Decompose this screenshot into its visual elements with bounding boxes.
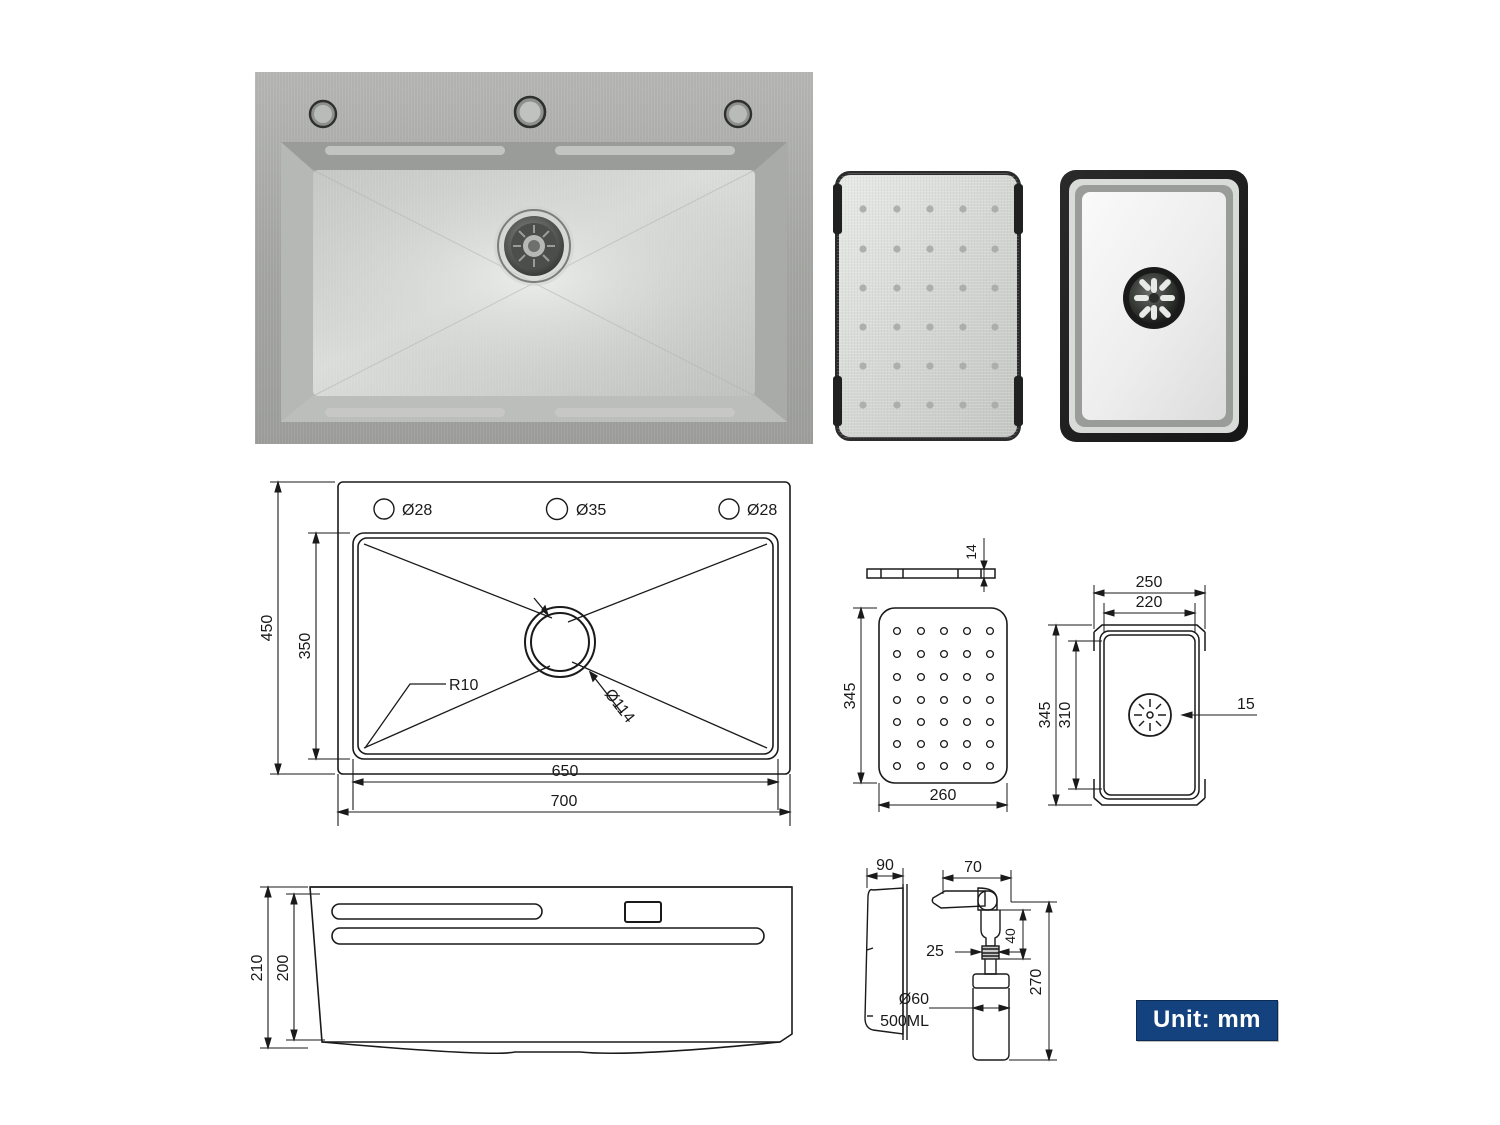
hole-label-center: Ø35 xyxy=(576,502,606,519)
drain-diameter-label: Ø114 xyxy=(601,686,638,726)
side-overall-depth-label: 210 xyxy=(249,955,266,982)
colander-wall-offset-label: 15 xyxy=(1237,696,1255,713)
tap-hole-group xyxy=(308,95,753,129)
basin-width-label: 650 xyxy=(552,763,579,780)
soap-dispenser-drawing: 90 70 25 40 xyxy=(845,857,1085,1086)
colander-outer-width-label: 250 xyxy=(1136,574,1163,591)
unit-badge: Unit: mm xyxy=(1136,1000,1278,1041)
drainer-thickness-label: 14 xyxy=(963,544,979,560)
unit-badge-label: Unit: mm xyxy=(1153,1006,1261,1033)
drainer-height-label: 345 xyxy=(842,683,859,710)
dispenser-total-height-label: 270 xyxy=(1028,969,1045,996)
sink-drain-photo xyxy=(494,206,574,286)
colander-strainer-photo xyxy=(1123,267,1185,329)
dispenser-spout-length-label: 70 xyxy=(964,859,982,876)
sink-plan-drawing: Ø28 Ø35 Ø28 Ø114 R10 450 xyxy=(250,470,810,835)
drainer-width-label: 260 xyxy=(930,787,957,804)
hole-label-left: Ø28 xyxy=(402,502,432,519)
corner-radius-label: R10 xyxy=(449,677,478,694)
basin-height-label: 350 xyxy=(297,633,314,660)
dispenser-capacity-label: 500ML xyxy=(880,1013,929,1030)
colander-inner-width-label: 220 xyxy=(1136,594,1163,611)
colander-outer-height-label: 345 xyxy=(1037,702,1054,729)
sink-side-drawing: 210 200 xyxy=(249,862,810,1087)
colander-inner-height-label: 310 xyxy=(1057,702,1074,729)
overall-width-label: 700 xyxy=(551,793,578,810)
drainer-tray-drawing: 14 345 260 xyxy=(842,530,1040,820)
hole-label-right: Ø28 xyxy=(747,502,777,519)
colander-photo-panel xyxy=(1058,168,1250,444)
dispenser-bottle-diameter-label: Ø60 xyxy=(899,991,929,1008)
dispenser-collar-width-label: 25 xyxy=(926,943,944,960)
side-basin-depth-label: 200 xyxy=(275,955,292,982)
dispenser-collar-height-label: 40 xyxy=(1002,928,1018,944)
dispenser-side-depth-label: 90 xyxy=(876,857,894,874)
overall-height-label: 450 xyxy=(259,615,276,642)
colander-basket-drawing: 250 220 345 310 15 xyxy=(1037,555,1272,820)
drainer-photo-panel xyxy=(833,170,1023,442)
sink-photo-panel xyxy=(255,72,813,444)
